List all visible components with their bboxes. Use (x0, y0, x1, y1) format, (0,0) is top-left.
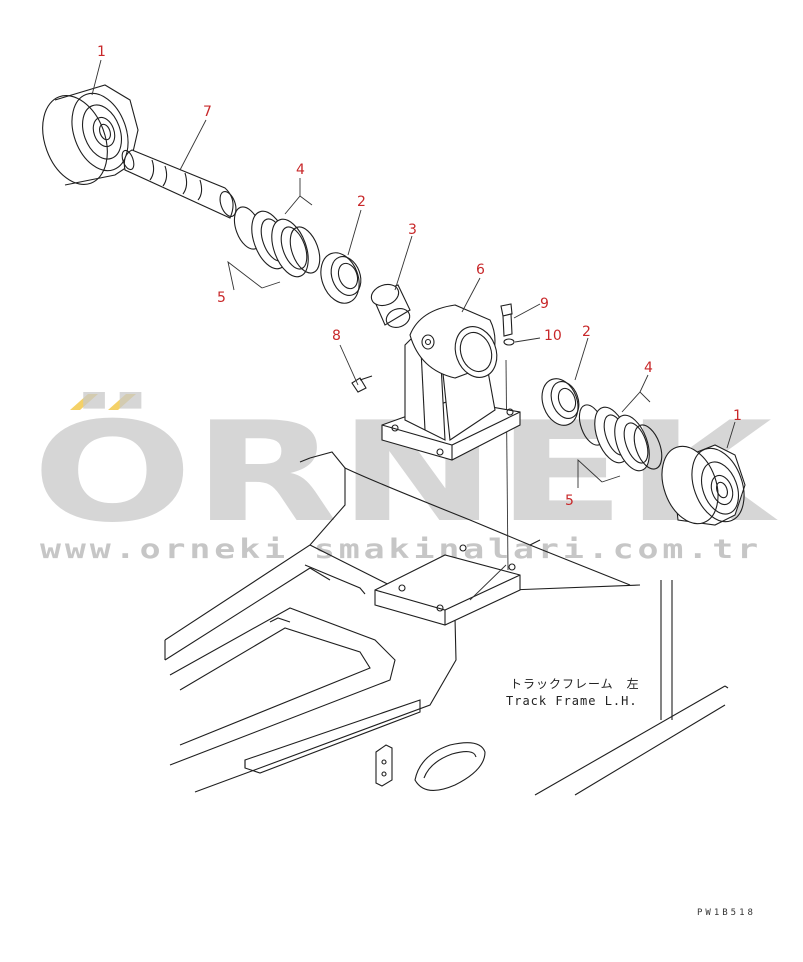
callout-8: 8 (332, 328, 341, 344)
mounting-plate (374, 554, 521, 626)
small-block (375, 744, 393, 787)
watermark-url: www.orneki smakinalari.com.tr (40, 534, 762, 565)
track-frame-label-jp: トラックフレーム 左 (510, 676, 640, 691)
washer (503, 338, 515, 346)
callout-2-left: 2 (357, 194, 366, 210)
parts (42, 84, 746, 526)
callout-2-right: 2 (582, 324, 591, 340)
bearing-left (320, 252, 362, 304)
bearing-right (541, 378, 580, 426)
callout-1-right: 1 (733, 408, 742, 424)
callout-9: 9 (540, 296, 549, 312)
watermark-accent-left (70, 394, 98, 410)
shaft (121, 149, 237, 219)
callouts: 1 7 4 2 3 5 6 9 10 8 2 4 1 5 (97, 44, 742, 509)
seal-group-right (578, 404, 663, 472)
plug (351, 375, 373, 393)
seal-group-left (233, 206, 321, 278)
leader-lines (91, 59, 736, 488)
oblong-slot (414, 742, 486, 791)
idler-wheel-right (661, 444, 746, 526)
support-bracket (381, 304, 521, 461)
track-frame-label-en: Track Frame L.H. (506, 694, 638, 708)
callout-5-left: 5 (217, 290, 226, 306)
bushing (370, 283, 411, 328)
callout-4-left: 4 (296, 162, 305, 178)
track-frame (164, 359, 729, 796)
idler-wheel-left (42, 84, 139, 186)
drawing-code: PW1B518 (697, 908, 756, 918)
callout-4-right: 4 (644, 360, 653, 376)
callout-1-left: 1 (97, 44, 106, 60)
watermark-accent-right (108, 394, 136, 410)
callout-5-right: 5 (565, 493, 574, 509)
callout-6: 6 (476, 262, 485, 278)
bolt (500, 303, 513, 337)
callout-7: 7 (203, 104, 212, 120)
callout-3: 3 (408, 222, 417, 238)
callout-10: 10 (544, 328, 562, 344)
